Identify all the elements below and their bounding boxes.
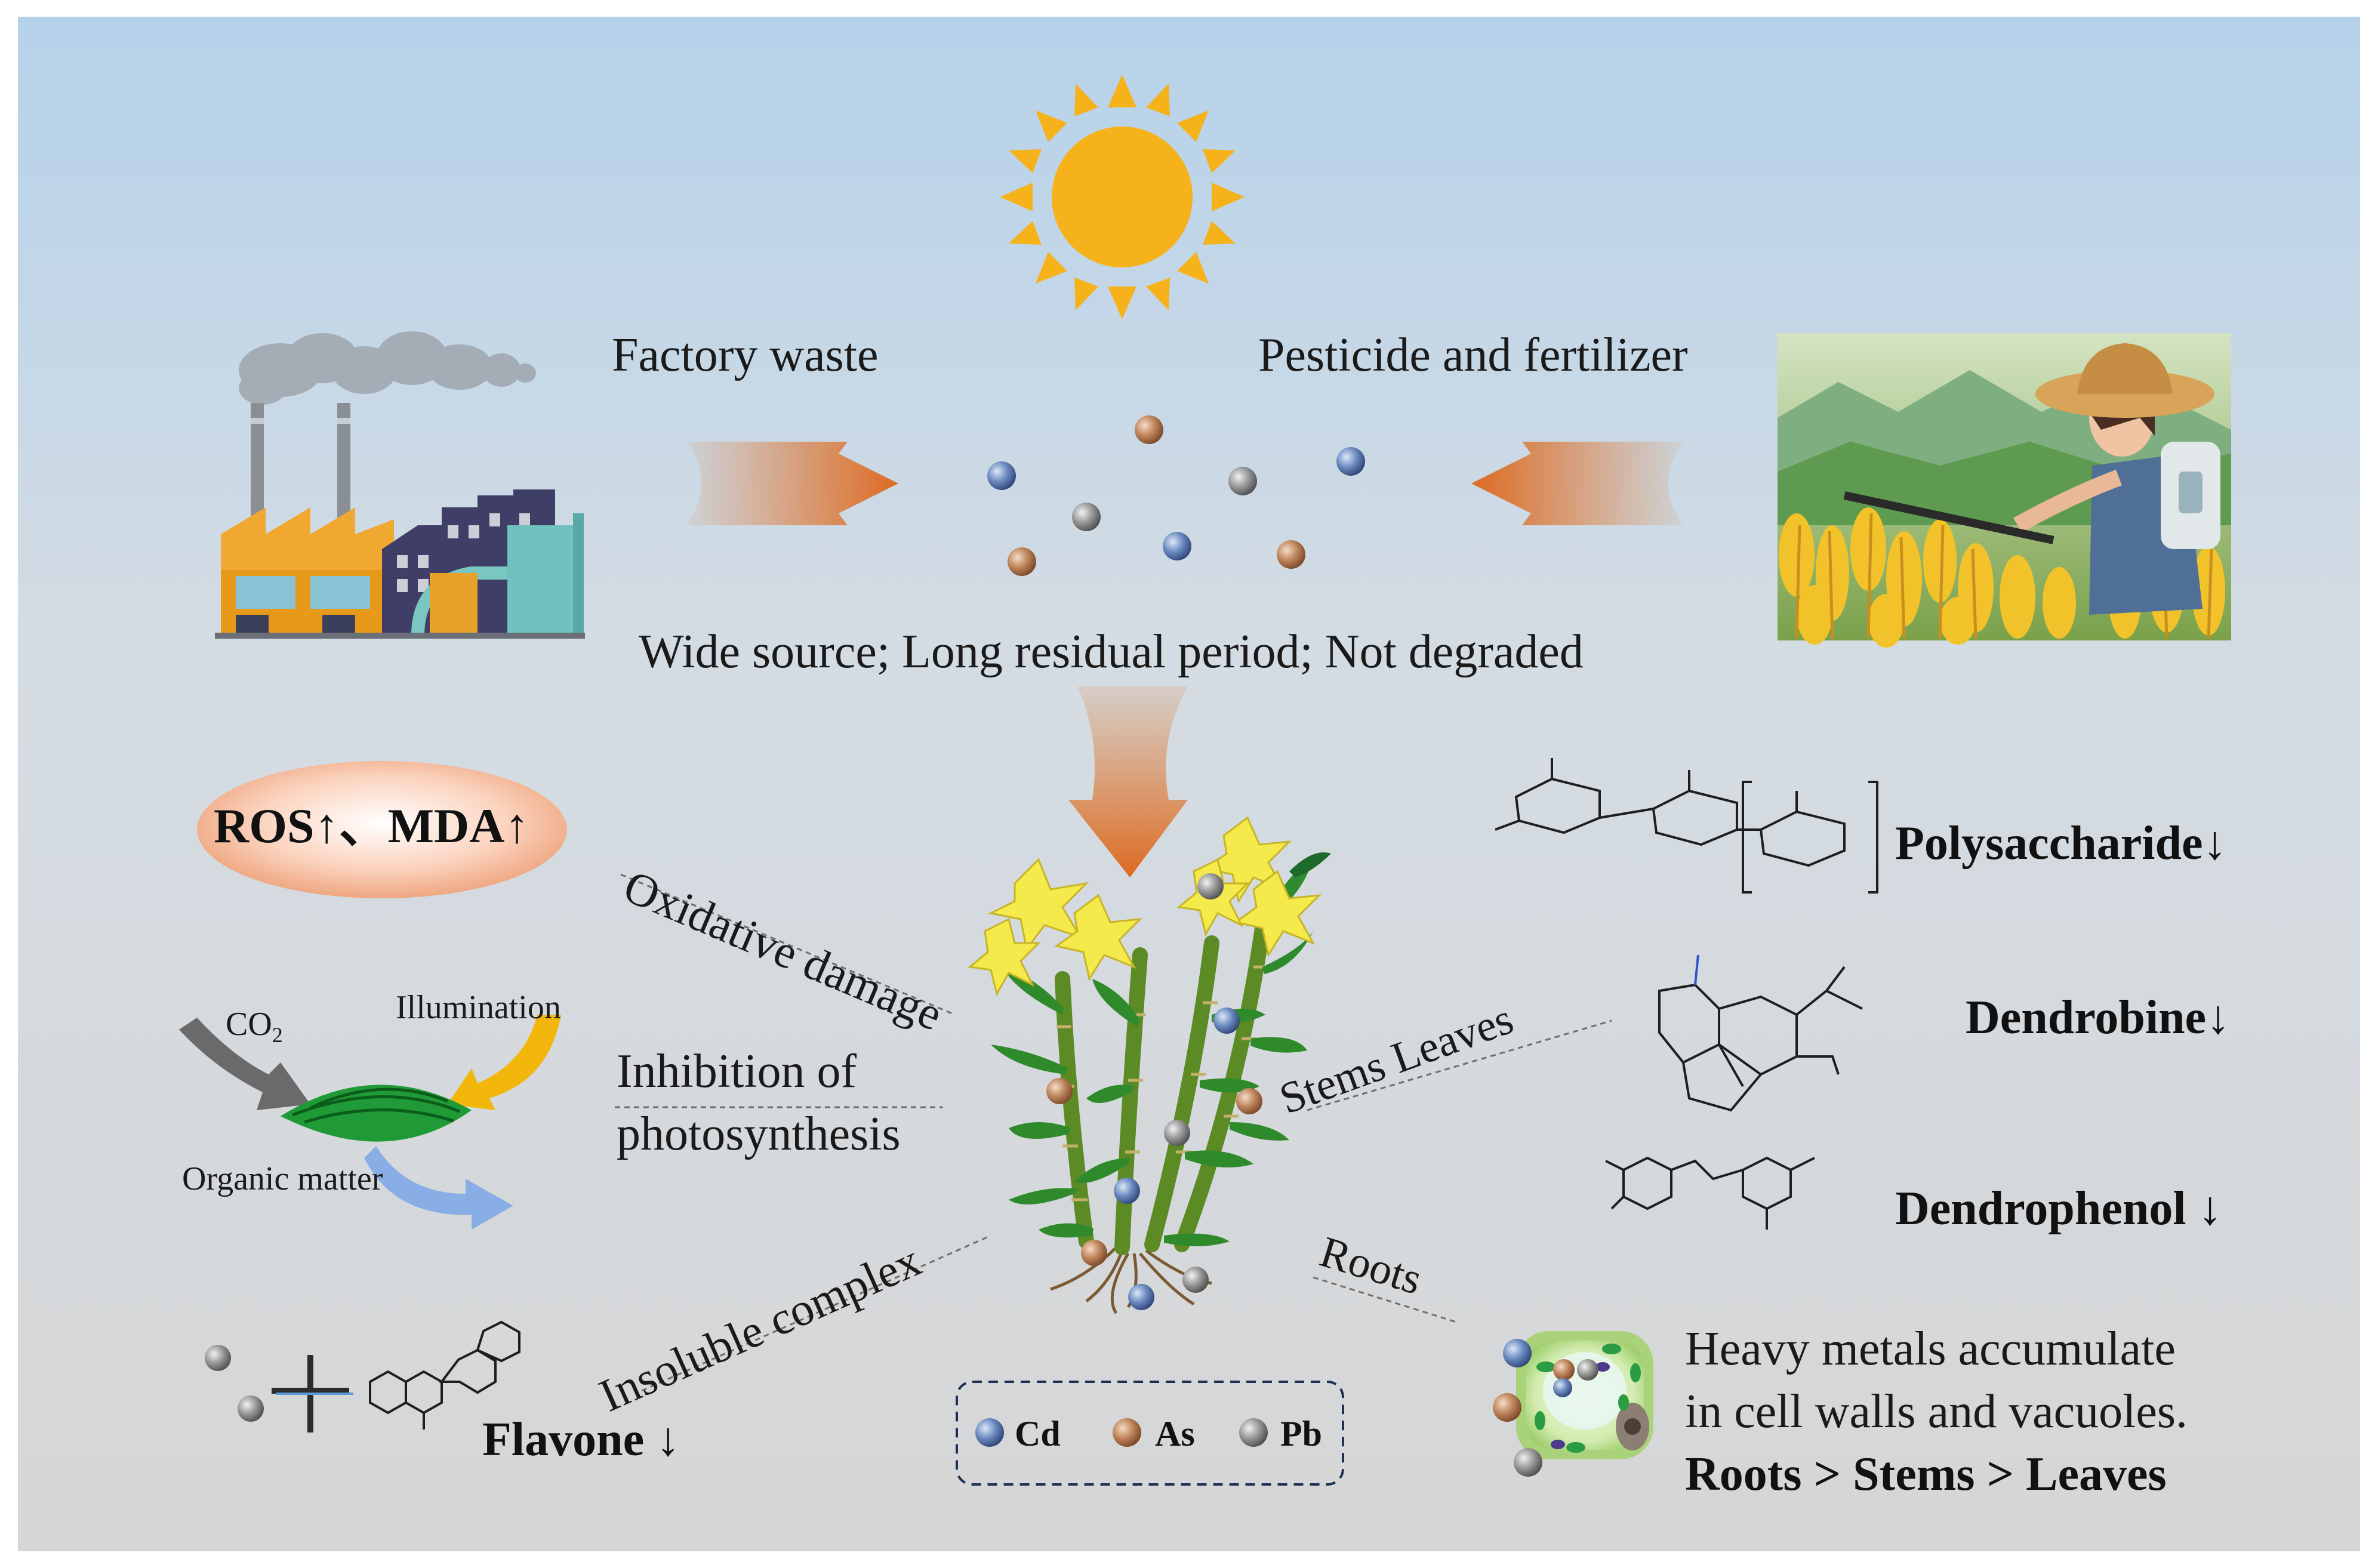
pb-ion-icon: [205, 1345, 231, 1371]
factory-illustration: [215, 331, 585, 639]
polysaccharide-label: Polysaccharide↓: [1895, 817, 2227, 870]
plant-cell-illustration: [1493, 1331, 1653, 1477]
legend-pb-label: Pb: [1280, 1414, 1323, 1453]
arrow-to-plant: [1068, 686, 1188, 877]
connector-lines: [615, 873, 1612, 1392]
ros-mda-label: ROS↑、MDA↑: [214, 799, 529, 853]
sun-icon: [1000, 75, 1245, 319]
dendrobine-label: Dendrobine↓: [1966, 991, 2231, 1044]
photosynthesis-leaf-illustration: [179, 1015, 561, 1230]
metal-ions-cloud: [987, 415, 1365, 576]
arrow-from-farm: [1471, 442, 1683, 525]
legend-cd-marker: [975, 1418, 1004, 1447]
dendrobium-plant-illustration: [968, 816, 1331, 1314]
flavone-label: Flavone ↓: [482, 1413, 680, 1466]
dendrophenol-structure: [1605, 1156, 1815, 1230]
accumulation-text-line1: Heavy metals accumulate: [1685, 1323, 2176, 1375]
pb-ion-icon: [238, 1396, 264, 1422]
legend-pb-marker: [1239, 1418, 1268, 1447]
organic-matter-label: Organic matter: [182, 1160, 383, 1197]
photosynthesis-label-line2: photosynthesis: [617, 1108, 901, 1160]
co2-label: CO2: [226, 1006, 283, 1048]
factory-waste-label: Factory waste: [612, 329, 879, 381]
dendrobine-structure: [1658, 954, 1863, 1112]
source-properties-label: Wide source; Long residual period; Not d…: [639, 626, 1584, 678]
accumulation-text-line2: in cell walls and vacuoles.: [1685, 1385, 2188, 1438]
illumination-label: Illumination: [396, 989, 561, 1026]
flavone-structure: [272, 1320, 520, 1433]
legend-cd-label: Cd: [1015, 1414, 1061, 1453]
photosynthesis-label-line1: Inhibition of: [617, 1045, 857, 1098]
polysaccharide-structure: [1495, 758, 1878, 894]
legend-box: [956, 1381, 1344, 1486]
ros-mda-bubble: [197, 761, 567, 898]
pesticide-fertilizer-label: Pesticide and fertilizer: [1258, 329, 1688, 381]
dendrophenol-label: Dendrophenol ↓: [1895, 1182, 2222, 1235]
farmer-illustration: [1778, 333, 2231, 648]
accumulation-order-text: Roots > Stems > Leaves: [1685, 1448, 2167, 1501]
arrow-from-factory: [686, 442, 898, 525]
legend-as-marker: [1113, 1418, 1141, 1447]
legend-as-label: As: [1155, 1414, 1195, 1453]
